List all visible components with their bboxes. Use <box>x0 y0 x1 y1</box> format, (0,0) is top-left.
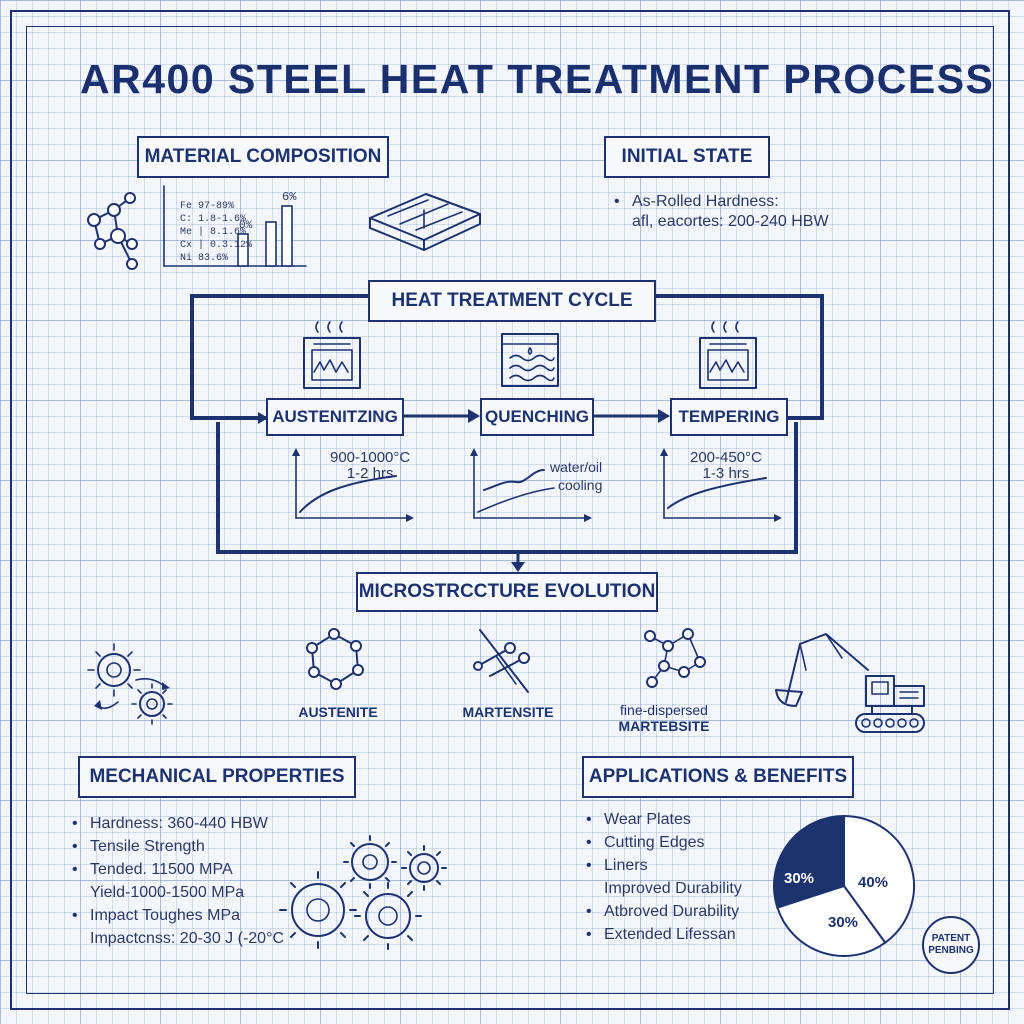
quenching-medium: water/oil <box>550 459 603 475</box>
fine-dispersed-line1: fine-dispersed <box>620 702 708 718</box>
bar-label: 0% <box>239 220 253 232</box>
dispersed-structure-icon <box>644 628 706 688</box>
fine-dispersed-line2: MARTEBSITE <box>618 718 710 734</box>
step-tempering: TEMPERING <box>670 398 788 436</box>
martensite-label: MARTENSITE <box>462 704 554 720</box>
mechanical-item: Hardness: 360-440 HBW <box>66 812 284 835</box>
furnace-icon <box>699 321 757 389</box>
tempering-curve <box>660 448 782 522</box>
composition-row: Cx | 0.3.12% <box>180 240 253 251</box>
bar-label: 6% <box>282 190 297 204</box>
stamp-line1: PATENT <box>931 933 971 944</box>
gears-icon <box>87 643 173 725</box>
composition-rows: Fe 97-89% C: 1.8-1.6% Me | 8.1.6% Cx | 0… <box>180 200 252 265</box>
gear-icon <box>279 871 357 949</box>
patent-pending-stamp: PATENT PENBING <box>922 916 980 974</box>
tempering-time: 1-3 hrs <box>702 465 750 482</box>
steel-plate-icon <box>369 193 481 251</box>
application-item: Liners <box>580 854 742 877</box>
material-composition-heading: MATERIAL COMPOSITION <box>137 136 389 178</box>
austenitizing-temp: 900-1000°C <box>330 449 411 466</box>
outer-border <box>10 10 1010 1010</box>
austenitizing-time: 1-2 hrs <box>346 465 394 482</box>
quenching-curve <box>470 448 592 522</box>
mechanical-item: Tensile Strength <box>66 835 284 858</box>
composition-chart-axes <box>163 185 307 267</box>
composition-bar <box>265 221 277 267</box>
pie-label: 30% <box>784 870 815 887</box>
step-quenching: QUENCHING <box>480 398 594 436</box>
application-item: Wear Plates <box>580 808 742 831</box>
tempering-params: 200-450°C 1-3 hrs <box>690 450 762 482</box>
step-austenitizing: AUSTENITZING <box>266 398 404 436</box>
composition-row: C: 1.8-1.6% <box>180 214 247 225</box>
composition-bar <box>281 205 293 267</box>
furnace-icon <box>303 321 361 389</box>
gear-icon <box>354 882 422 950</box>
applications-list-b: Atbroved Durability Extended Lifessan <box>580 900 742 946</box>
heat-treatment-cycle-heading: HEAT TREATMENT CYCLE <box>368 280 656 322</box>
quenching-params: water/oil cooling <box>550 458 602 494</box>
mechanical-properties-list: Hardness: 360-440 HBW Tensile Strength T… <box>66 812 284 950</box>
pie-slice <box>776 884 887 957</box>
fine-dispersed-label: fine-dispersed MARTEBSITE <box>604 702 724 734</box>
stamp-line2: PENBING <box>928 945 974 956</box>
austenitizing-params: 900-1000°C 1-2 hrs <box>330 450 410 482</box>
application-item: Extended Lifessan <box>580 923 742 946</box>
mechanical-list-a: Hardness: 360-440 HBW Tensile Strength T… <box>66 812 284 881</box>
mechanical-item-cont: Impactcnss: 20-30 J (-20°C <box>90 930 285 947</box>
austenite-structure-icon <box>306 628 364 690</box>
gear-icon <box>343 835 397 889</box>
application-item: Cutting Edges <box>580 831 742 854</box>
austenitizing-curve <box>292 448 414 522</box>
gears-cluster-icon <box>279 835 447 950</box>
mechanical-item: Tended. 11500 MPA <box>66 858 284 881</box>
initial-state-list: As-Rolled Hardness: <box>608 190 779 213</box>
molecule-icon <box>87 192 138 270</box>
microstructure-heading: MICROSTRCCTURE EVOLUTION <box>356 572 658 612</box>
quenching-cooling: cooling <box>558 477 603 493</box>
mechanical-item-cont: Yield-1000-1500 MPa <box>90 884 245 901</box>
applications-list: Wear Plates Cutting Edges Liners Improve… <box>580 808 742 946</box>
martensite-structure-icon <box>473 629 530 693</box>
quench-tank-icon <box>501 333 559 387</box>
initial-state-item: As-Rolled Hardness: <box>608 190 779 213</box>
applications-list-a: Wear Plates Cutting Edges Liners <box>580 808 742 877</box>
composition-row: Me | 8.1.6% <box>180 227 247 238</box>
pie-slice <box>773 814 845 909</box>
composition-row: Ni 83.6% <box>180 253 229 264</box>
gear-icon <box>401 845 447 891</box>
excavator-icon <box>775 633 925 733</box>
mechanical-properties-heading: MECHANICAL PROPERTIES <box>78 756 356 798</box>
pie-label: 30% <box>828 914 859 931</box>
application-item-cont: Improved Durability <box>604 880 742 897</box>
composition-row: Fe 97-89% <box>180 201 235 212</box>
application-item: Atbroved Durability <box>580 900 742 923</box>
composition-bar <box>237 233 249 267</box>
benefits-pie-chart <box>773 814 915 957</box>
tempering-temp: 200-450°C <box>690 449 762 466</box>
inner-border <box>26 26 994 994</box>
applications-heading: APPLICATIONS & BENEFITS <box>582 756 854 798</box>
page-title: AR400 STEEL HEAT TREATMENT PROCESS <box>80 56 995 102</box>
initial-state-heading: INITIAL STATE <box>604 136 770 178</box>
pie-label: 40% <box>858 874 889 891</box>
mechanical-list-b: Impact Toughes MPa <box>66 904 284 927</box>
initial-state-hardness: afl, eacortes: 200-240 HBW <box>632 213 829 230</box>
pie-slice <box>843 814 915 945</box>
mechanical-item: Impact Toughes MPa <box>66 904 284 927</box>
austenite-label: AUSTENITE <box>298 704 378 720</box>
